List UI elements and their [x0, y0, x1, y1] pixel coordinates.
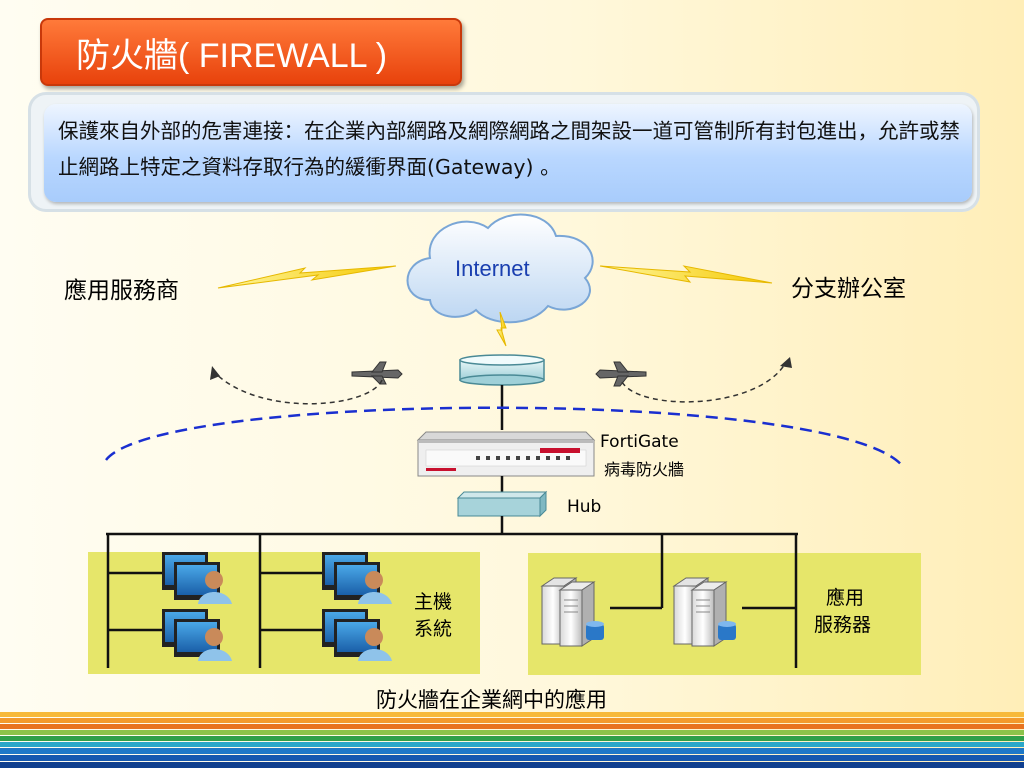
slide-title: 防火牆( FIREWALL ) — [76, 37, 388, 75]
hub-label: Hub — [567, 497, 602, 517]
workstation-icon — [162, 552, 232, 604]
definition-box — [44, 104, 972, 202]
servers-label-line2: 服務器 — [814, 614, 872, 636]
workstation-icon — [322, 609, 392, 661]
lightning-left-icon — [217, 265, 397, 289]
diagram-caption: 防火牆在企業網中的應用 — [376, 688, 607, 712]
server-icon — [672, 577, 736, 647]
airplane-right-icon — [595, 361, 647, 387]
lightning-right-icon — [599, 265, 773, 284]
airplane-left-icon — [351, 361, 403, 385]
workstation-icon — [162, 609, 232, 661]
servers-label-line1: 應用 — [826, 587, 865, 609]
workstation-icon — [322, 552, 392, 604]
title-box — [40, 18, 462, 86]
hub-icon — [456, 490, 548, 518]
router-icon — [459, 354, 545, 386]
antivirus-firewall-label: 病毒防火牆 — [604, 460, 685, 479]
app-provider-label: 應用服務商 — [64, 278, 179, 304]
internet-cloud-icon — [406, 213, 594, 324]
definition-text: 保護來自外部的危害連接：在企業內部網路及網際網路之間架設一道可管制所有封包進出，… — [58, 119, 960, 179]
fortigate-device-icon — [416, 431, 596, 477]
internet-label: Internet — [455, 256, 530, 281]
hosts-label-line1: 主機 — [414, 591, 453, 613]
hosts-label-line2: 系統 — [414, 618, 453, 640]
branch-office-label: 分支辦公室 — [791, 276, 906, 302]
server-icon — [540, 577, 604, 647]
fortigate-label: FortiGate — [600, 432, 679, 452]
lightning-down-icon — [496, 311, 507, 347]
